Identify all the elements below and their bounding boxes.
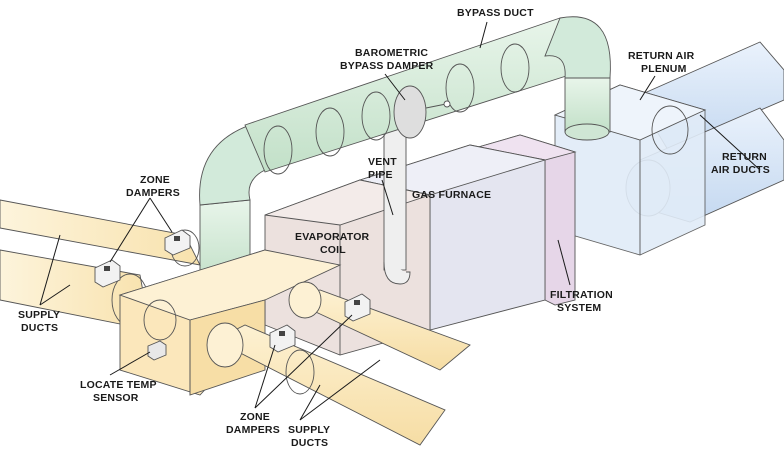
- label-return-air-plenum-2: PLENUM: [641, 63, 687, 75]
- label-gas-furnace: GAS FURNACE: [412, 189, 491, 201]
- label-locate-temp-sensor-2: SENSOR: [93, 392, 139, 404]
- vent-pipe: [383, 119, 411, 285]
- label-vent-pipe-2: PIPE: [368, 169, 393, 181]
- supply-ducts-bottom-back: [288, 281, 471, 371]
- label-locate-temp-sensor-1: LOCATE TEMP: [80, 379, 157, 391]
- label-zone-dampers-top-2: DAMPERS: [126, 187, 180, 199]
- label-bypass-duct: BYPASS DUCT: [457, 7, 534, 19]
- label-barometric-bypass-damper-1: BAROMETRIC: [355, 47, 428, 59]
- label-return-air-ducts-1: RETURN: [722, 151, 767, 163]
- zone-damper-bottom-1: [344, 293, 371, 322]
- label-vent-pipe-1: VENT: [368, 156, 397, 168]
- label-filtration-system-2: SYSTEM: [557, 302, 601, 314]
- label-evaporator-coil-1: EVAPORATOR: [295, 231, 370, 243]
- label-supply-ducts-bottom-1: SUPPLY: [288, 424, 330, 436]
- supply-ducts-bottom-front: [206, 322, 446, 446]
- temp-sensor: [147, 340, 167, 361]
- label-evaporator-coil-2: COIL: [320, 244, 346, 256]
- label-zone-dampers-bottom-2: DAMPERS: [226, 424, 280, 436]
- zone-damper-top-2: [94, 259, 121, 288]
- label-supply-ducts-bottom-2: DUCTS: [291, 437, 328, 449]
- label-zone-dampers-top-1: ZONE: [140, 174, 170, 186]
- leader-lines: [39, 21, 761, 421]
- label-supply-ducts-left-1: SUPPLY: [18, 309, 60, 321]
- zone-damper-bottom-2: [269, 324, 296, 353]
- zone-damper-top-1: [164, 229, 191, 256]
- label-return-air-plenum-1: RETURN AIR: [628, 50, 695, 62]
- label-return-air-ducts-2: AIR DUCTS: [711, 164, 770, 176]
- barometric-bypass-damper: [393, 85, 451, 139]
- label-zone-dampers-bottom-1: ZONE: [240, 411, 270, 423]
- label-barometric-bypass-damper-2: BYPASS DAMPER: [340, 60, 434, 72]
- label-filtration-system-1: FILTRATION: [550, 289, 613, 301]
- label-supply-ducts-left-2: DUCTS: [21, 322, 58, 334]
